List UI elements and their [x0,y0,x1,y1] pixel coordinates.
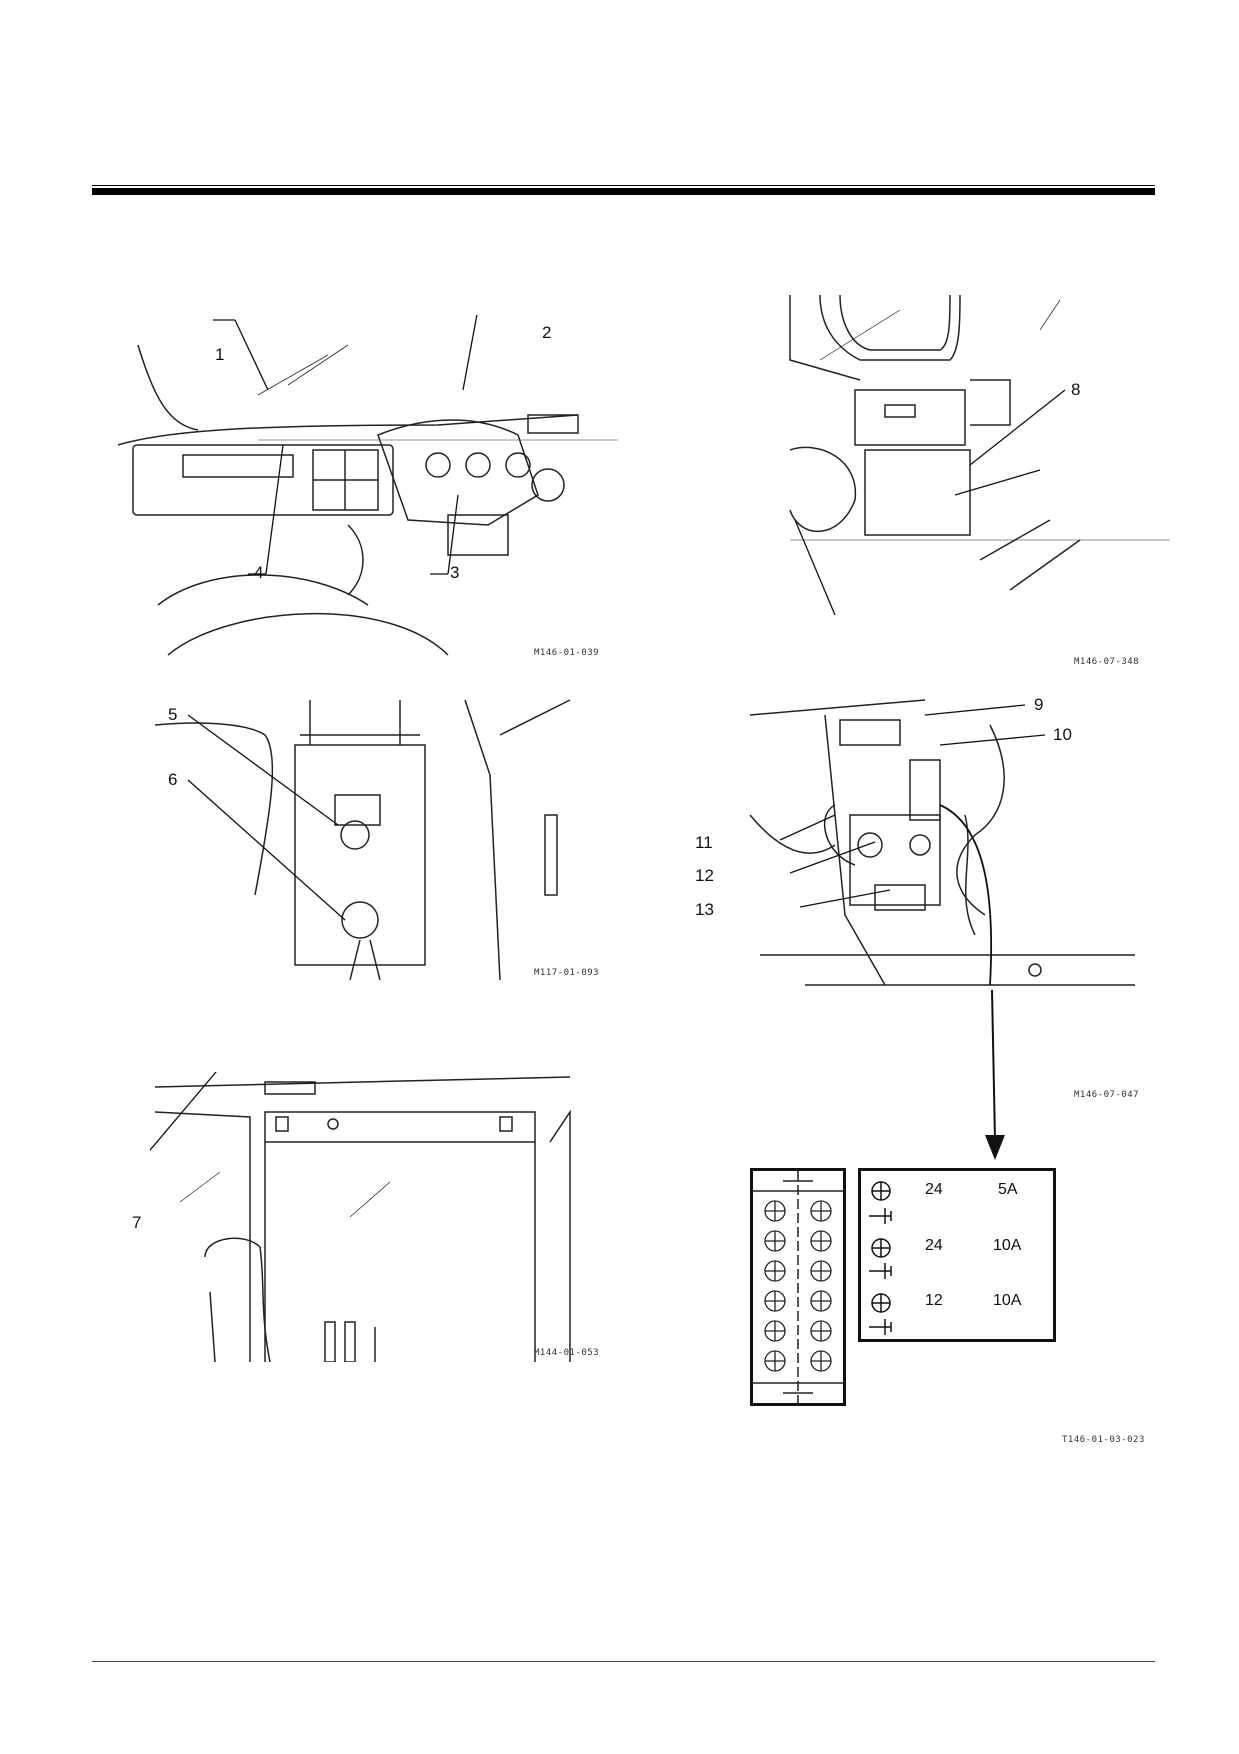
fuse-amperage: 5A [998,1181,1018,1198]
header-rule [92,188,1155,195]
callout-6: 6 [168,770,178,789]
figure-switch-box [150,695,620,980]
footer-rule [92,1661,1155,1662]
callout-11: 11 [695,833,713,852]
callout-7: 7 [132,1213,142,1232]
figure-electrical-panel [745,695,1145,995]
callout-2: 2 [542,323,552,342]
figure-dashboard [108,315,628,665]
figure-code: M117-01-093 [534,968,600,978]
terminal-strip [750,1168,846,1406]
callout-8: 8 [1071,380,1081,399]
figure-code: T146-01-03-023 [1062,1435,1145,1445]
fuse-voltage: 24 [925,1181,943,1198]
callout-9: 9 [1034,695,1044,714]
callout-leaders [779,704,1046,986]
figure-rear-cab [780,290,1170,640]
switch-box-illustration [154,699,571,980]
dashboard-illustration [117,315,618,656]
callout-13: 13 [695,900,714,919]
fuse-amperage: 10A [993,1292,1022,1309]
terminal-strip-illustration [753,1171,843,1403]
callout-4: 4 [254,563,264,582]
figure-code: M146-01-039 [534,648,600,658]
arrow-to-fuse-box [985,990,1005,1160]
fuse-voltage: 12 [925,1292,943,1309]
figure-code: M146-07-348 [1074,657,1140,667]
callout-12: 12 [695,866,714,885]
figure-code: M146-07-047 [1074,1090,1140,1100]
callout-3: 3 [450,563,460,582]
fuse-voltage: 24 [925,1237,943,1254]
cab-interior-illustration [150,1072,571,1362]
fuse-amperage: 10A [993,1237,1022,1254]
figure-cab-interior [150,1072,580,1362]
figure-code: M144-01-053 [534,1348,600,1358]
callout-5: 5 [168,705,178,724]
callout-1: 1 [215,345,225,364]
fuse-symbols [869,1181,892,1335]
rear-cab-illustration [789,294,1170,616]
header-rule-thin [92,185,1155,186]
callout-10: 10 [1053,725,1072,744]
fuse-table: 24 5A 24 10A 12 10A [858,1168,1056,1342]
